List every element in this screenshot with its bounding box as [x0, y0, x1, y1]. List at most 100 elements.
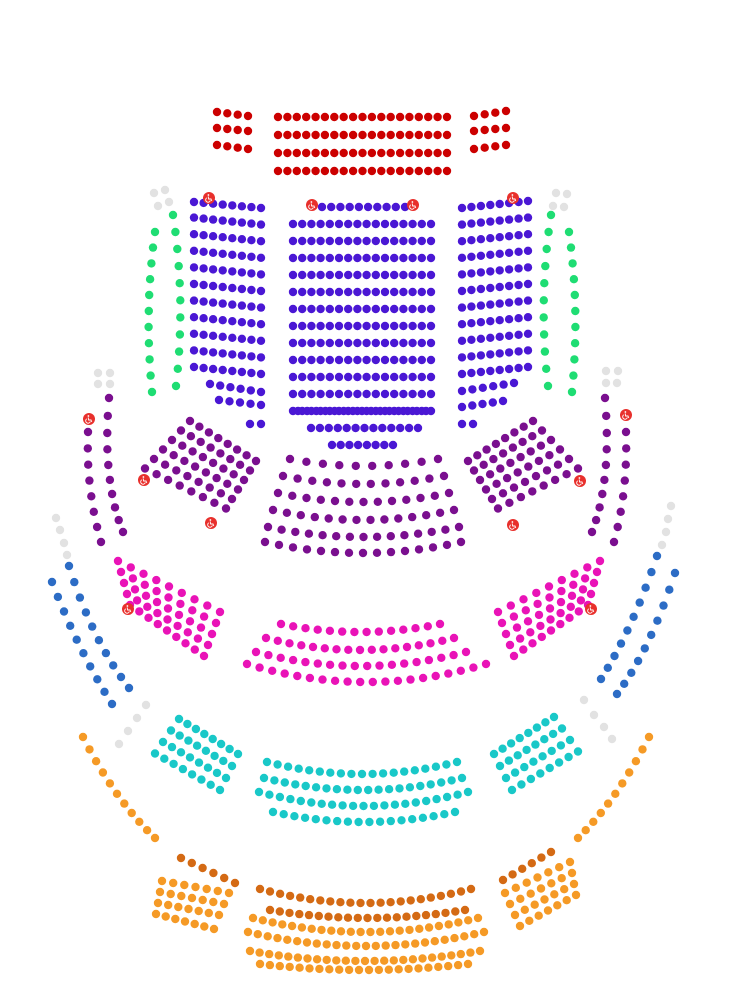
seat-stalls-front[interactable]	[442, 166, 452, 176]
seat-upper-circle[interactable]	[320, 644, 329, 653]
seat-grand-circle[interactable]	[301, 781, 310, 791]
seat-stalls[interactable]	[199, 330, 208, 339]
seat-grand-circle[interactable]	[513, 751, 522, 760]
seat-stalls-side[interactable]	[570, 339, 580, 348]
seat-balcony[interactable]	[430, 937, 439, 946]
seat-stalls[interactable]	[489, 382, 498, 391]
seat-balcony[interactable]	[224, 888, 234, 898]
seat-dress-circle[interactable]	[87, 492, 96, 501]
seat-dress-circle[interactable]	[416, 493, 425, 503]
seat-balcony[interactable]	[284, 952, 293, 961]
seat-stalls-front[interactable]	[386, 148, 395, 158]
seat-grand-circle[interactable]	[343, 817, 353, 826]
seat-balcony[interactable]	[135, 817, 144, 826]
seat-balcony[interactable]	[214, 910, 224, 920]
seat-grand-circle[interactable]	[283, 762, 293, 771]
seat-dress-circle[interactable]	[223, 439, 232, 449]
seat-balcony[interactable]	[525, 916, 534, 925]
seat-balcony[interactable]	[360, 956, 370, 966]
seat-dress-circle[interactable]	[324, 514, 333, 523]
wheelchair-icon[interactable]	[507, 519, 519, 531]
seat-stalls-side[interactable]	[176, 313, 185, 322]
seat-balcony[interactable]	[389, 956, 398, 965]
seat-grand-circle[interactable]	[489, 749, 499, 759]
seat-balcony[interactable]	[245, 946, 255, 956]
seat-dress-circle[interactable]	[473, 451, 482, 460]
seat-stalls-front[interactable]	[330, 166, 339, 176]
seat-stalls[interactable]	[499, 380, 508, 389]
seat-stalls-front[interactable]	[433, 130, 442, 140]
seat-upper-circle-side[interactable]	[647, 630, 656, 640]
seat-stalls[interactable]	[476, 218, 486, 227]
seat-stalls[interactable]	[334, 304, 344, 314]
seat-dress-circle[interactable]	[394, 514, 403, 523]
seat-stalls[interactable]	[325, 355, 334, 365]
seat-balcony[interactable]	[437, 952, 446, 961]
seat-stalls[interactable]	[334, 270, 344, 280]
seat-stalls[interactable]	[317, 202, 327, 212]
seat-dress-circle[interactable]	[212, 473, 221, 483]
seat-dress-circle[interactable]	[380, 515, 389, 524]
seat-grand-circle[interactable]	[426, 780, 435, 789]
seat-stalls[interactable]	[457, 336, 467, 345]
seat-grand-circle[interactable]	[268, 807, 278, 817]
seat-balcony[interactable]	[305, 964, 314, 973]
seat-stalls-front[interactable]	[469, 126, 479, 136]
seat-stalls-side[interactable]	[540, 279, 549, 288]
seat-balcony[interactable]	[332, 956, 341, 965]
seat-grand-circle[interactable]	[332, 785, 342, 794]
seat-stalls[interactable]	[394, 406, 403, 416]
seat-stalls[interactable]	[362, 389, 371, 399]
seat-grand-circle[interactable]	[225, 744, 234, 754]
seat-stalls[interactable]	[408, 270, 417, 280]
seat-grand-circle[interactable]	[254, 787, 264, 797]
seat-grand-circle[interactable]	[160, 754, 169, 763]
seat-balcony[interactable]	[522, 878, 531, 887]
seat-dress-circle[interactable]	[352, 479, 361, 489]
seat-stalls[interactable]	[316, 219, 325, 229]
seat-upper-circle[interactable]	[469, 663, 478, 672]
seat-dress-circle[interactable]	[338, 515, 347, 524]
seat-stalls-front[interactable]	[292, 148, 301, 158]
seat-upper-circle[interactable]	[556, 597, 566, 607]
seat-stalls[interactable]	[382, 202, 391, 212]
seat-stalls-front[interactable]	[320, 148, 330, 158]
seat-grand-circle[interactable]	[290, 812, 299, 821]
seat-stalls[interactable]	[385, 406, 394, 416]
seat-dress-circle[interactable]	[359, 497, 368, 507]
seat-upper-circle-side[interactable]	[88, 622, 97, 631]
seat-upper-circle-side[interactable]	[610, 651, 619, 661]
seat-stalls[interactable]	[208, 215, 218, 224]
seat-balcony[interactable]	[265, 949, 274, 959]
seat-upper-circle-side[interactable]	[633, 656, 643, 666]
seat-stalls[interactable]	[390, 355, 399, 365]
seat-dress-circle[interactable]	[545, 451, 554, 460]
seat-stalls[interactable]	[476, 284, 486, 294]
seat-stalls[interactable]	[228, 217, 237, 226]
seat-balcony-rear[interactable]	[265, 905, 275, 915]
seat-stalls[interactable]	[399, 372, 408, 382]
seat-dress-circle[interactable]	[430, 491, 439, 500]
seat-upper-circle[interactable]	[411, 624, 420, 633]
seat-stalls-side[interactable]	[564, 227, 574, 237]
seat-stalls-front[interactable]	[311, 148, 320, 158]
seat-stalls[interactable]	[228, 250, 237, 259]
seat-stalls[interactable]	[457, 237, 467, 246]
seat-dress-circle[interactable]	[239, 475, 249, 485]
seat-stalls[interactable]	[236, 384, 245, 393]
seat-dress-circle[interactable]	[506, 458, 515, 468]
seat-stalls[interactable]	[327, 440, 337, 450]
seat-upper-circle[interactable]	[188, 606, 197, 615]
seat-upper-circle[interactable]	[536, 621, 545, 631]
seat-stalls-front[interactable]	[283, 130, 292, 140]
seat-stalls[interactable]	[457, 369, 467, 379]
seat-upper-circle-side[interactable]	[124, 683, 134, 693]
seat-stalls-front[interactable]	[414, 166, 423, 176]
seat-stalls[interactable]	[237, 367, 247, 377]
seat-dress-circle[interactable]	[528, 432, 537, 441]
seat-dress-circle[interactable]	[441, 525, 450, 534]
seat-balcony[interactable]	[638, 745, 647, 754]
seat-grand-circle[interactable]	[368, 769, 377, 779]
seat-grand-circle[interactable]	[187, 770, 197, 779]
seat-upper-circle[interactable]	[164, 593, 173, 602]
